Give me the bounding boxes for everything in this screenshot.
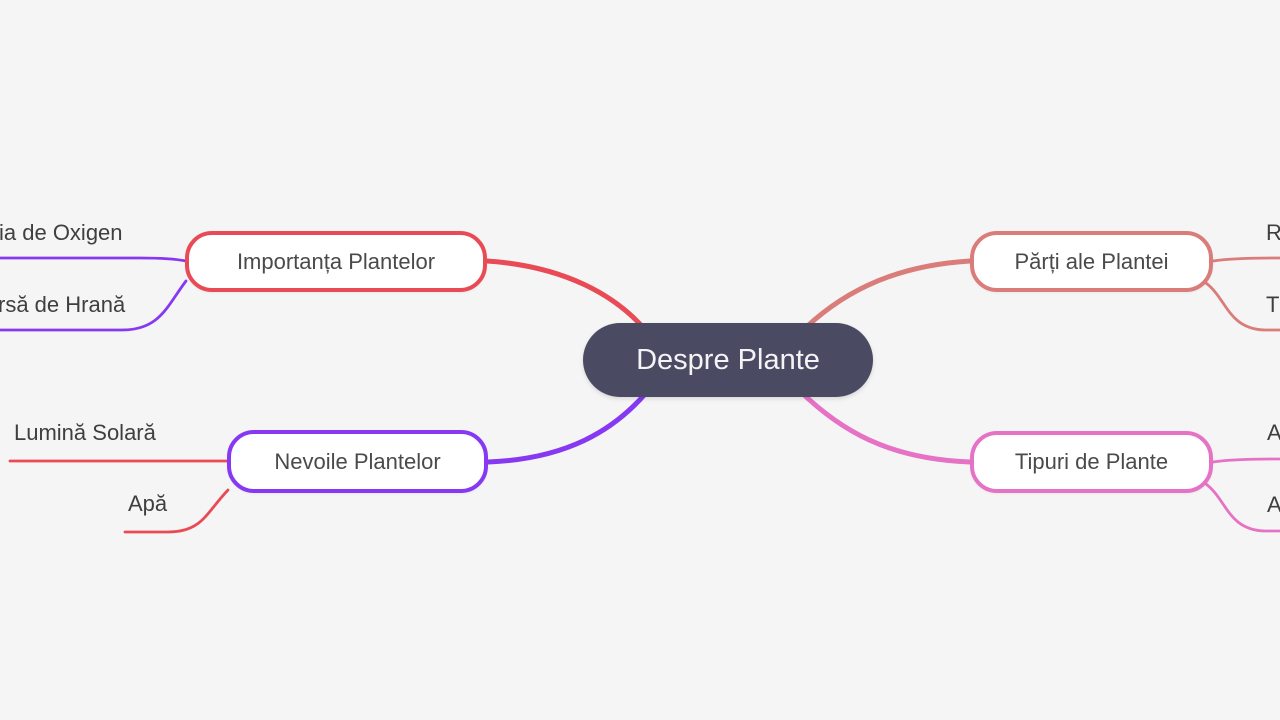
topic-node-importanta-plantelor[interactable]: Importanța Plantelor [185,231,487,292]
edge-central-nevoile [485,390,649,465]
topic-label: Părți ale Plantei [1014,248,1169,274]
edge-central-parti [795,258,973,338]
edge-importanta-hrana [0,279,188,332]
leaf-node-oxigen[interactable]: ia de Oxigen [0,220,123,245]
leaf-node-parti-child2[interactable]: T [1266,292,1280,317]
edge-importanta-oxigen [0,256,188,263]
edge-parti-child1 [1211,256,1280,263]
central-node-despre-plante[interactable]: Despre Plante [583,323,873,397]
edge-nevoile-apa [123,488,230,534]
central-node-label: Despre Plante [636,343,820,376]
leaf-node-hrana[interactable]: rsă de Hrană [0,292,126,317]
edge-central-tipuri [797,388,973,465]
leaf-node-parti-child1[interactable]: R [1266,220,1280,245]
topic-node-tipuri-de-plante[interactable]: Tipuri de Plante [970,431,1213,493]
leaf-node-tipuri-child1[interactable]: A [1267,420,1280,445]
edge-parti-child2 [1204,281,1280,332]
leaf-node-apa[interactable]: Apă [128,491,168,516]
leaf-node-tipuri-child2[interactable]: A [1267,492,1280,517]
topic-label: Importanța Plantelor [236,248,436,274]
topic-node-nevoile-plantelor[interactable]: Nevoile Plantelor [227,430,488,493]
edge-tipuri-child1 [1211,457,1280,464]
leaf-node-lumina-solara[interactable]: Lumină Solară [14,420,156,445]
topic-label: Tipuri de Plante [1014,449,1169,474]
edge-central-importanta [484,258,654,340]
topic-label: Nevoile Plantelor [274,448,441,474]
edge-tipuri-child2 [1204,482,1280,533]
topic-node-parti-ale-plantei[interactable]: Părți ale Plantei [970,231,1213,292]
